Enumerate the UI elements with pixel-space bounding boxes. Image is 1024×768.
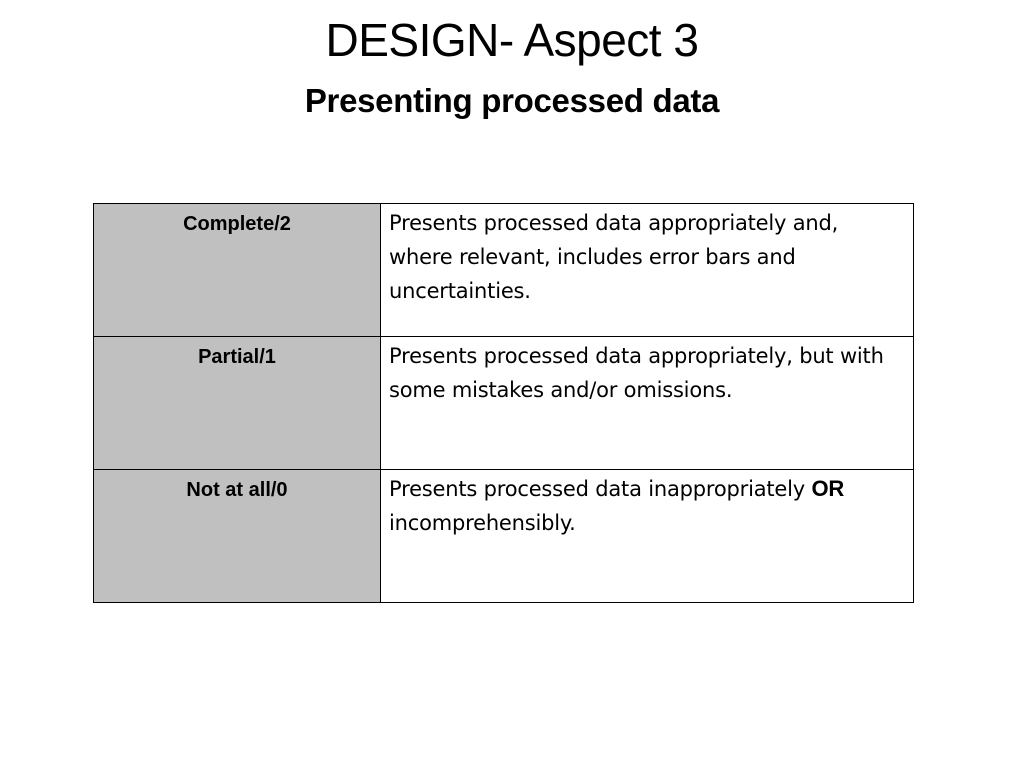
description-text-after: incomprehensibly. [389, 511, 576, 535]
description-emphasis: OR [811, 476, 845, 501]
level-label-partial: Partial/1 [93, 336, 381, 470]
level-label-complete: Complete/2 [93, 203, 381, 337]
rubric-table: Complete/2 Presents processed data appro… [93, 203, 914, 603]
description-text-before: Presents processed data inappropriately [389, 477, 812, 501]
rubric-row-not-at-all: Not at all/0 Presents processed data ina… [93, 469, 914, 603]
level-description-not-at-all: Presents processed data inappropriately … [380, 469, 914, 603]
level-label-not-at-all: Not at all/0 [93, 469, 381, 603]
rubric-row-partial: Partial/1 Presents processed data approp… [93, 336, 914, 470]
level-description-partial: Presents processed data appropriately, b… [380, 336, 914, 470]
level-description-complete: Presents processed data appropriately an… [380, 203, 914, 337]
slide-title: DESIGN- Aspect 3 [325, 14, 699, 66]
slide-subtitle: Presenting processed data [304, 82, 720, 119]
rubric-row-complete: Complete/2 Presents processed data appro… [93, 203, 914, 337]
